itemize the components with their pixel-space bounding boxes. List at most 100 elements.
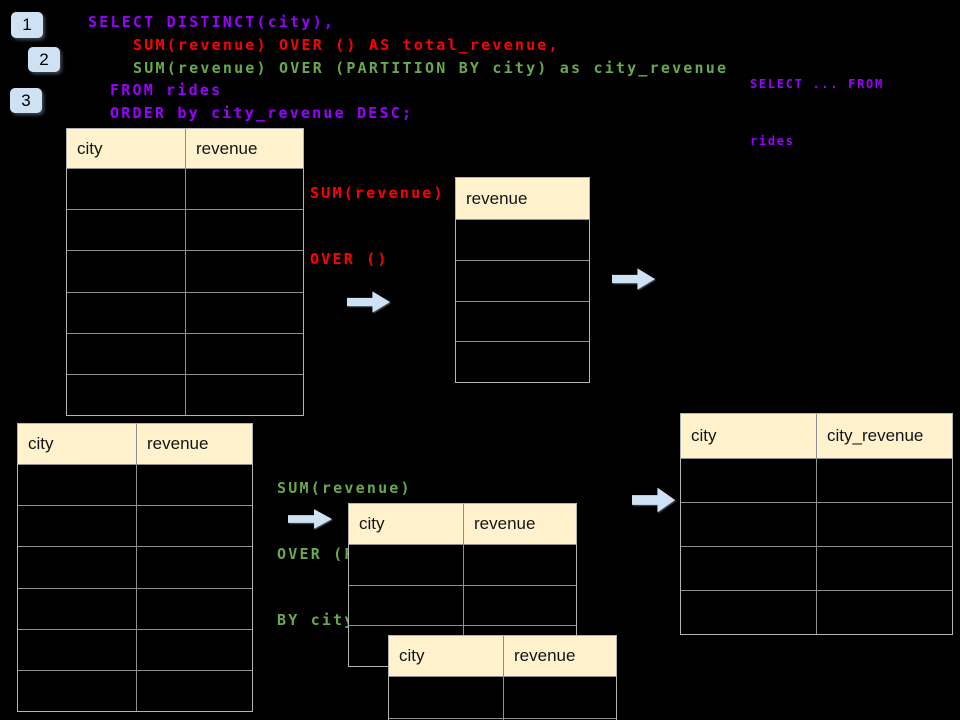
table-cell (681, 459, 817, 502)
table-cell (456, 302, 589, 342)
table-empty-row (67, 209, 303, 251)
sql-line-sum-partition: SUM(revenue) OVER (PARTITION BY city) as… (133, 59, 729, 77)
sql-line-select: SELECT DISTINCT(city), (88, 13, 336, 31)
table-cell (456, 220, 589, 260)
column-header-city-revenue: city_revenue (827, 426, 924, 445)
table-total-revenue: revenue (455, 177, 590, 383)
table-header-row: city city_revenue (681, 414, 952, 458)
sql-line-sum-over: SUM(revenue) OVER () AS total_revenue, (133, 36, 560, 54)
arrow-right-icon (631, 485, 676, 515)
table-empty-row (681, 458, 952, 502)
table-empty-row (18, 464, 252, 506)
table-empty-row (681, 590, 952, 634)
table-header-row: city revenue (18, 424, 252, 464)
table-empty-row (349, 544, 576, 585)
table-cell (186, 375, 303, 415)
annotation-total-line1: SUM(revenue) (310, 184, 445, 202)
table-cell (67, 292, 186, 333)
table-cell (18, 629, 137, 670)
table-cell (18, 547, 137, 588)
table-empty-row (456, 300, 589, 342)
table-empty-row (67, 168, 303, 210)
sql-line-order: ORDER by city_revenue DESC; (110, 104, 414, 122)
table-empty-row (18, 505, 252, 547)
table-cell (67, 210, 186, 251)
table-result: city city_revenue (680, 413, 953, 635)
table-empty-row (67, 373, 303, 416)
table-empty-row (67, 332, 303, 374)
table-cell (137, 506, 252, 546)
table-empty-row (18, 546, 252, 588)
table-partition-back: city revenue (388, 635, 617, 720)
arrow-right-icon (287, 507, 333, 531)
column-header-city: city (67, 129, 186, 168)
select-from-note: SELECT ... FROM rides (750, 37, 884, 189)
table-cell (681, 503, 817, 546)
table-cell (817, 547, 952, 590)
column-header-city: city (681, 414, 817, 458)
table-cell (67, 374, 186, 416)
table-empty-row (67, 250, 303, 292)
table-header-row: city revenue (349, 504, 576, 544)
table-cell (186, 334, 303, 374)
table-cell (389, 677, 504, 718)
table-cell (817, 459, 952, 502)
table-empty-row (681, 546, 952, 590)
table-header-row: revenue (456, 178, 589, 219)
step-badge-1: 1 (11, 12, 43, 38)
table-empty-row (456, 259, 589, 301)
table-cell (137, 547, 252, 587)
arrow-right-icon (346, 289, 391, 315)
select-from-note-line1: SELECT ... FROM (750, 77, 884, 91)
table-cell (349, 585, 464, 626)
table-cell (186, 293, 303, 333)
table-cell (186, 169, 303, 209)
table-cell (456, 261, 589, 301)
column-header-revenue: revenue (466, 188, 528, 208)
column-header-revenue: revenue (514, 646, 576, 665)
table-empty-row (349, 584, 576, 626)
table-cell (504, 677, 616, 718)
table-cell (186, 210, 303, 250)
table-empty-row (18, 628, 252, 670)
annotation-total-line2: OVER () (310, 250, 389, 268)
select-from-note-line2: rides (750, 134, 795, 148)
table-cell (18, 588, 137, 629)
column-header-city: city (18, 424, 137, 464)
table-source-bottom: city revenue (17, 423, 253, 712)
column-header-revenue: revenue (474, 514, 536, 533)
table-source-top: city revenue (66, 128, 304, 416)
table-empty-row (67, 291, 303, 333)
table-cell (67, 169, 186, 210)
table-empty-row (18, 587, 252, 629)
column-header-city: city (349, 504, 464, 544)
table-cell (681, 547, 817, 590)
table-cell (67, 251, 186, 292)
table-cell (137, 630, 252, 670)
step-badge-3: 3 (10, 88, 42, 113)
table-cell (18, 670, 137, 712)
table-cell (456, 342, 589, 382)
table-empty-row (456, 219, 589, 260)
table-cell (18, 465, 137, 506)
table-header-row: city revenue (67, 129, 303, 168)
table-cell (18, 506, 137, 547)
table-empty-row (389, 676, 616, 718)
annotation-total-revenue: SUM(revenue) OVER () (310, 138, 445, 314)
table-header-row: city revenue (389, 636, 616, 676)
table-cell (817, 591, 952, 634)
table-empty-row (456, 341, 589, 382)
table-empty-row (18, 669, 252, 712)
table-cell (67, 333, 186, 374)
column-header-city: city (389, 636, 504, 676)
table-cell (137, 465, 252, 505)
column-header-revenue: revenue (196, 138, 258, 158)
annotation-partition-line1: SUM(revenue) (277, 479, 412, 497)
table-cell (349, 545, 464, 585)
table-cell (464, 545, 576, 585)
column-header-revenue: revenue (147, 434, 209, 453)
sql-line-from: FROM rides (110, 81, 223, 99)
arrow-right-icon (611, 266, 656, 292)
table-cell (137, 589, 252, 629)
